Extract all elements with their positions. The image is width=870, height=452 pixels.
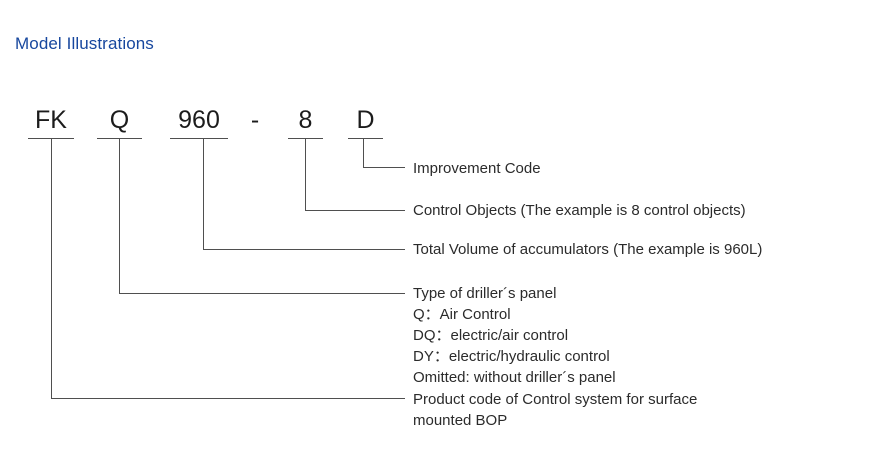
callout-label-product-code-line2: mounted BOP <box>413 412 508 429</box>
leader-horizontal-control-objects <box>305 210 405 211</box>
page-title: Model Illustrations <box>15 34 154 53</box>
model-code-underline-dee <box>348 138 383 139</box>
leader-vertical-product-code <box>51 138 52 398</box>
panel-type-option-dq: DQ：electric/air control <box>413 327 569 344</box>
panel-type-option-q: Q：Air Control <box>413 306 511 323</box>
leader-horizontal-total-volume <box>203 249 405 250</box>
leader-horizontal-product-code <box>51 398 405 399</box>
model-code-underline-num <box>170 138 228 139</box>
model-code-token-dash: - <box>250 106 260 134</box>
leader-horizontal-driller-panel-type <box>119 293 405 294</box>
leader-horizontal-improvement-code <box>363 167 405 168</box>
panel-type-option-dy: DY：electric/hydraulic control <box>413 348 610 365</box>
model-code-token-dee: D <box>356 106 375 134</box>
model-code-token-num: 960 <box>178 106 220 134</box>
leader-vertical-total-volume <box>203 138 204 249</box>
leader-vertical-driller-panel-type <box>119 138 120 293</box>
callout-label-total-volume: Total Volume of accumulators (The exampl… <box>413 241 763 258</box>
callout-label-improvement-code: Improvement Code <box>413 160 541 177</box>
leader-vertical-control-objects <box>305 138 306 210</box>
callout-label-driller-panel-type: Type of driller´s panel <box>413 285 557 302</box>
callout-label-product-code: Product code of Control system for surfa… <box>413 391 698 408</box>
model-code-token-fk: FK <box>35 106 67 134</box>
callout-label-control-objects: Control Objects (The example is 8 contro… <box>413 202 746 219</box>
panel-type-option-omitted: Omitted: without driller´s panel <box>413 369 616 386</box>
model-code-token-eight: 8 <box>298 106 313 134</box>
model-code-token-q: Q <box>109 106 130 134</box>
leader-vertical-improvement-code <box>363 138 364 167</box>
